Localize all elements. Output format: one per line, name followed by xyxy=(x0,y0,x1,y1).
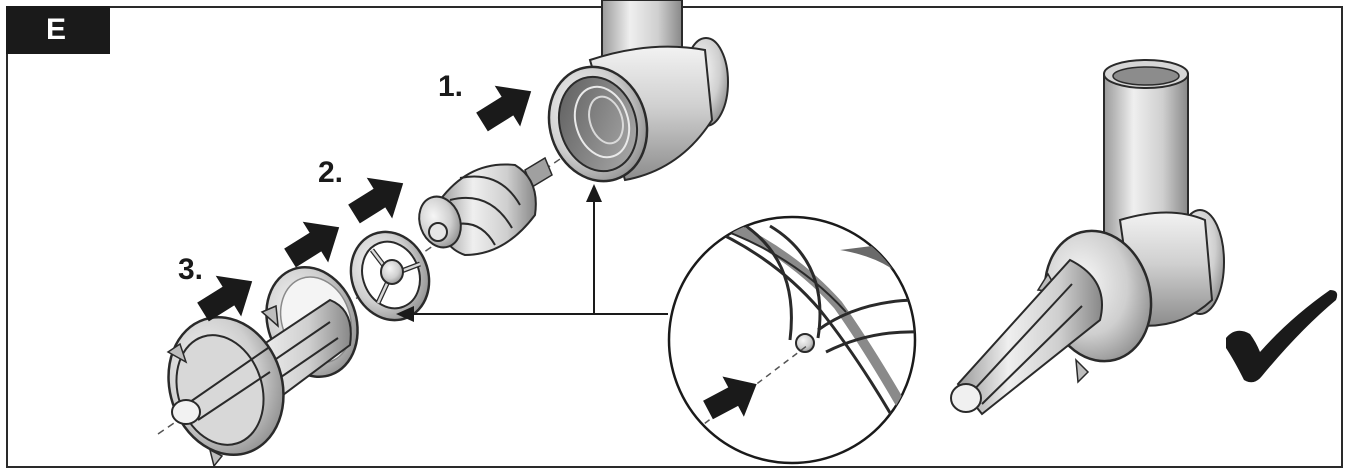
push-arrow-icon xyxy=(341,162,416,235)
cutting-plate xyxy=(349,230,431,322)
assembled-grinder xyxy=(950,59,1225,416)
detail-zoom xyxy=(667,215,917,465)
auger-part xyxy=(418,156,553,257)
grinder-housing xyxy=(547,0,729,183)
step-label-2: 2. xyxy=(318,156,344,189)
checkmark-icon xyxy=(1226,290,1338,383)
section-letter: E xyxy=(45,13,66,46)
callout-lines xyxy=(396,184,668,322)
ring-nut xyxy=(166,304,285,468)
step-label-1: 1. xyxy=(438,70,464,103)
section-tab: E xyxy=(6,6,110,54)
push-arrow-icon xyxy=(469,70,544,143)
step-label-3: 3. xyxy=(178,253,204,286)
